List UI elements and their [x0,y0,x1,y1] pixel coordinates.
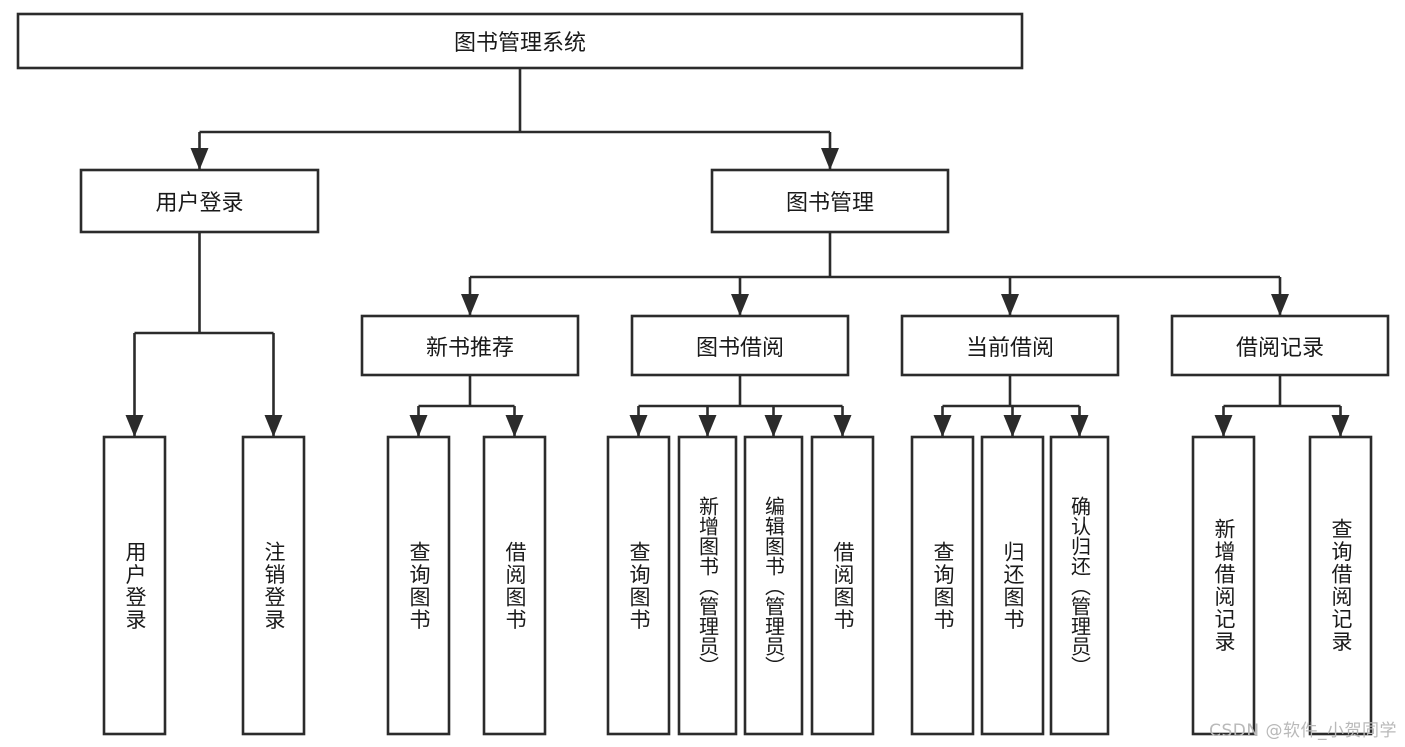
leaf-node-box[interactable] [677,435,738,736]
level2-node-box[interactable] [710,168,950,234]
arrow-head-icon [1070,415,1089,437]
leaf-node-box[interactable] [910,435,975,736]
connector-layer [125,68,1350,437]
arrow-head-icon [1003,415,1022,437]
arrow-head-icon [731,294,749,316]
arrow-head-icon [1214,415,1233,437]
level3-node-box[interactable] [630,314,850,377]
leaf-node-box[interactable] [102,435,167,736]
arrow-head-icon [409,415,428,437]
root-node-box[interactable] [16,12,1024,70]
arrow-head-icon [821,148,839,170]
arrow-head-icon [264,415,283,437]
leaf-node-box[interactable] [1191,435,1256,736]
arrow-head-icon [629,415,648,437]
arrow-head-icon [933,415,952,437]
leaf-node-box[interactable] [980,435,1045,736]
arrow-head-icon [125,415,144,437]
arrow-head-icon [190,148,209,170]
level3-node-box[interactable] [900,314,1120,377]
level2-node-box[interactable] [79,168,320,234]
leaf-node-box[interactable] [241,435,306,736]
arrow-head-icon [1271,294,1289,316]
node-box-layer [16,12,1390,736]
leaf-node-box[interactable] [743,435,804,736]
leaf-node-box[interactable] [810,435,875,736]
arrow-head-icon [764,415,783,437]
level3-node-box[interactable] [360,314,580,377]
arrow-head-icon [461,294,479,316]
leaf-node-box[interactable] [606,435,671,736]
arrow-head-icon [1331,415,1350,437]
leaf-node-box[interactable] [1308,435,1373,736]
leaf-node-box[interactable] [1049,435,1110,736]
arrow-head-icon [1001,294,1019,316]
leaf-node-box[interactable] [386,435,451,736]
level3-node-box[interactable] [1170,314,1390,377]
arrow-head-icon [833,415,852,437]
arrow-head-icon [505,415,524,437]
leaf-node-box[interactable] [482,435,547,736]
arrow-head-icon [698,415,717,437]
